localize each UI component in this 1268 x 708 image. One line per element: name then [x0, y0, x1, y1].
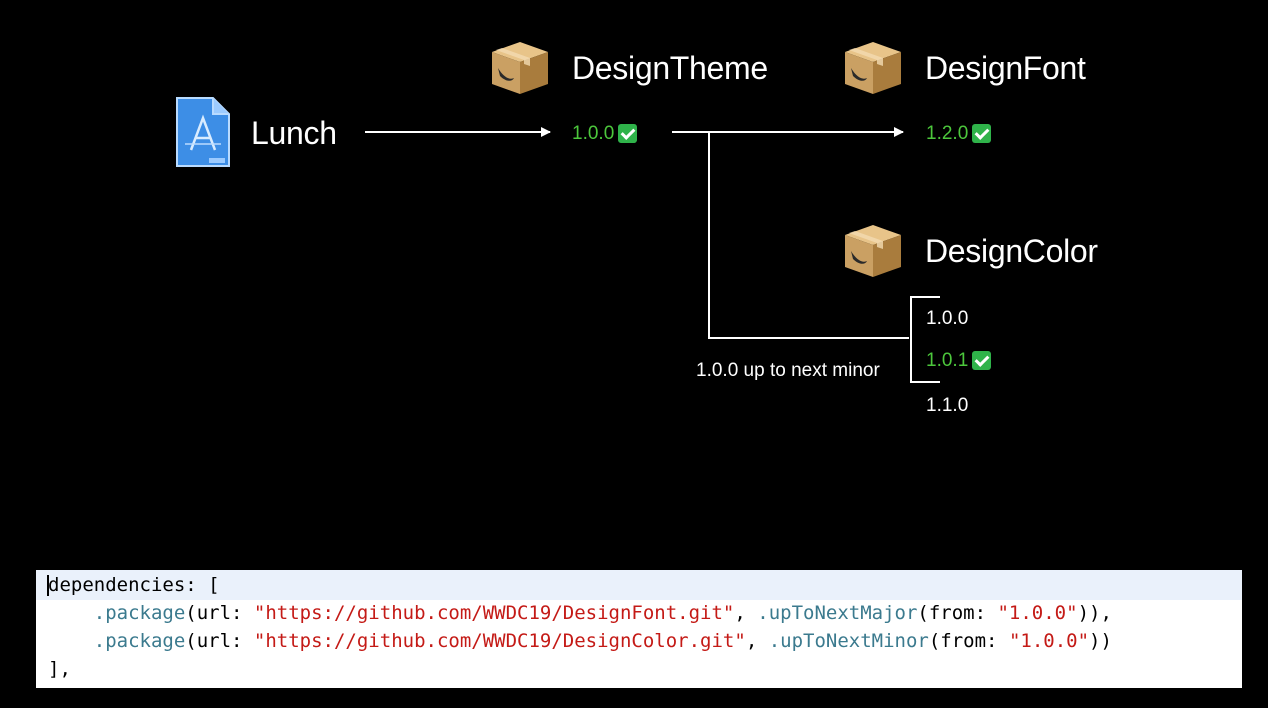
version-label: 1.0.0: [572, 123, 615, 144]
code-token: "https://github.com/WWDC19/DesignFont.gi…: [253, 602, 735, 624]
text-cursor: [47, 575, 49, 596]
designtheme-resolved-version: 1.0.0: [572, 123, 638, 144]
node-name-designcolor: DesignColor: [925, 233, 1098, 269]
code-token: )),: [1077, 602, 1112, 624]
code-token: (url:: [185, 630, 254, 652]
code-token: (from:: [928, 630, 1009, 652]
version-range-bracket: [910, 296, 940, 383]
code-token: [48, 630, 94, 652]
code-token: .upToNextMinor: [768, 630, 929, 652]
version-label: 1.0.1: [926, 350, 969, 371]
code-token: .upToNextMajor: [757, 602, 918, 624]
code-token: "1.0.0": [1008, 630, 1090, 652]
designcolor-version-option: 1.1.0: [926, 396, 968, 415]
code-snippet-panel: dependencies: [ .package(url: "https://g…: [36, 570, 1242, 688]
code-line: dependencies: [: [36, 570, 1242, 600]
code-token: "https://github.com/WWDC19/DesignColor.g…: [253, 630, 746, 652]
code-token: )): [1089, 630, 1112, 652]
node-name-lunch: Lunch: [251, 115, 337, 151]
code-token: ,: [734, 602, 758, 624]
code-token: "1.0.0": [997, 602, 1078, 624]
swift-package-box-icon: [841, 38, 905, 96]
code-line: .package(url: "https://github.com/WWDC19…: [48, 598, 1112, 628]
edge-label-up-to-next-minor: 1.0.0 up to next minor: [696, 360, 880, 381]
version-label: 1.1.0: [926, 395, 969, 416]
code-token: ],: [48, 658, 71, 680]
version-label: 1.2.0: [926, 123, 969, 144]
xcode-project-file-icon: [175, 96, 231, 168]
code-token: ,: [745, 630, 769, 652]
node-name-designfont: DesignFont: [925, 50, 1086, 86]
version-label: 1.0.0: [926, 308, 969, 329]
checkmark-icon: [618, 124, 638, 143]
code-token: [48, 602, 94, 624]
designcolor-version-option-selected: 1.0.1: [926, 350, 992, 371]
designfont-resolved-version: 1.2.0: [926, 123, 992, 144]
code-line: .package(url: "https://github.com/WWDC19…: [48, 626, 1112, 656]
checkmark-icon: [972, 351, 992, 370]
swift-package-box-icon: [488, 38, 552, 96]
code-token: (from:: [917, 602, 998, 624]
code-line: ],: [48, 654, 71, 684]
node-name-designtheme: DesignTheme: [572, 50, 768, 86]
designcolor-version-option: 1.0.0: [926, 309, 968, 328]
code-token: (url:: [185, 602, 254, 624]
code-token: .package: [93, 602, 186, 624]
code-token: .package: [93, 630, 186, 652]
code-token: dependencies: [: [48, 574, 220, 596]
edge-designtheme-to-designcolor: [708, 132, 909, 339]
checkmark-icon: [972, 124, 992, 143]
swift-package-box-icon: [841, 221, 905, 279]
